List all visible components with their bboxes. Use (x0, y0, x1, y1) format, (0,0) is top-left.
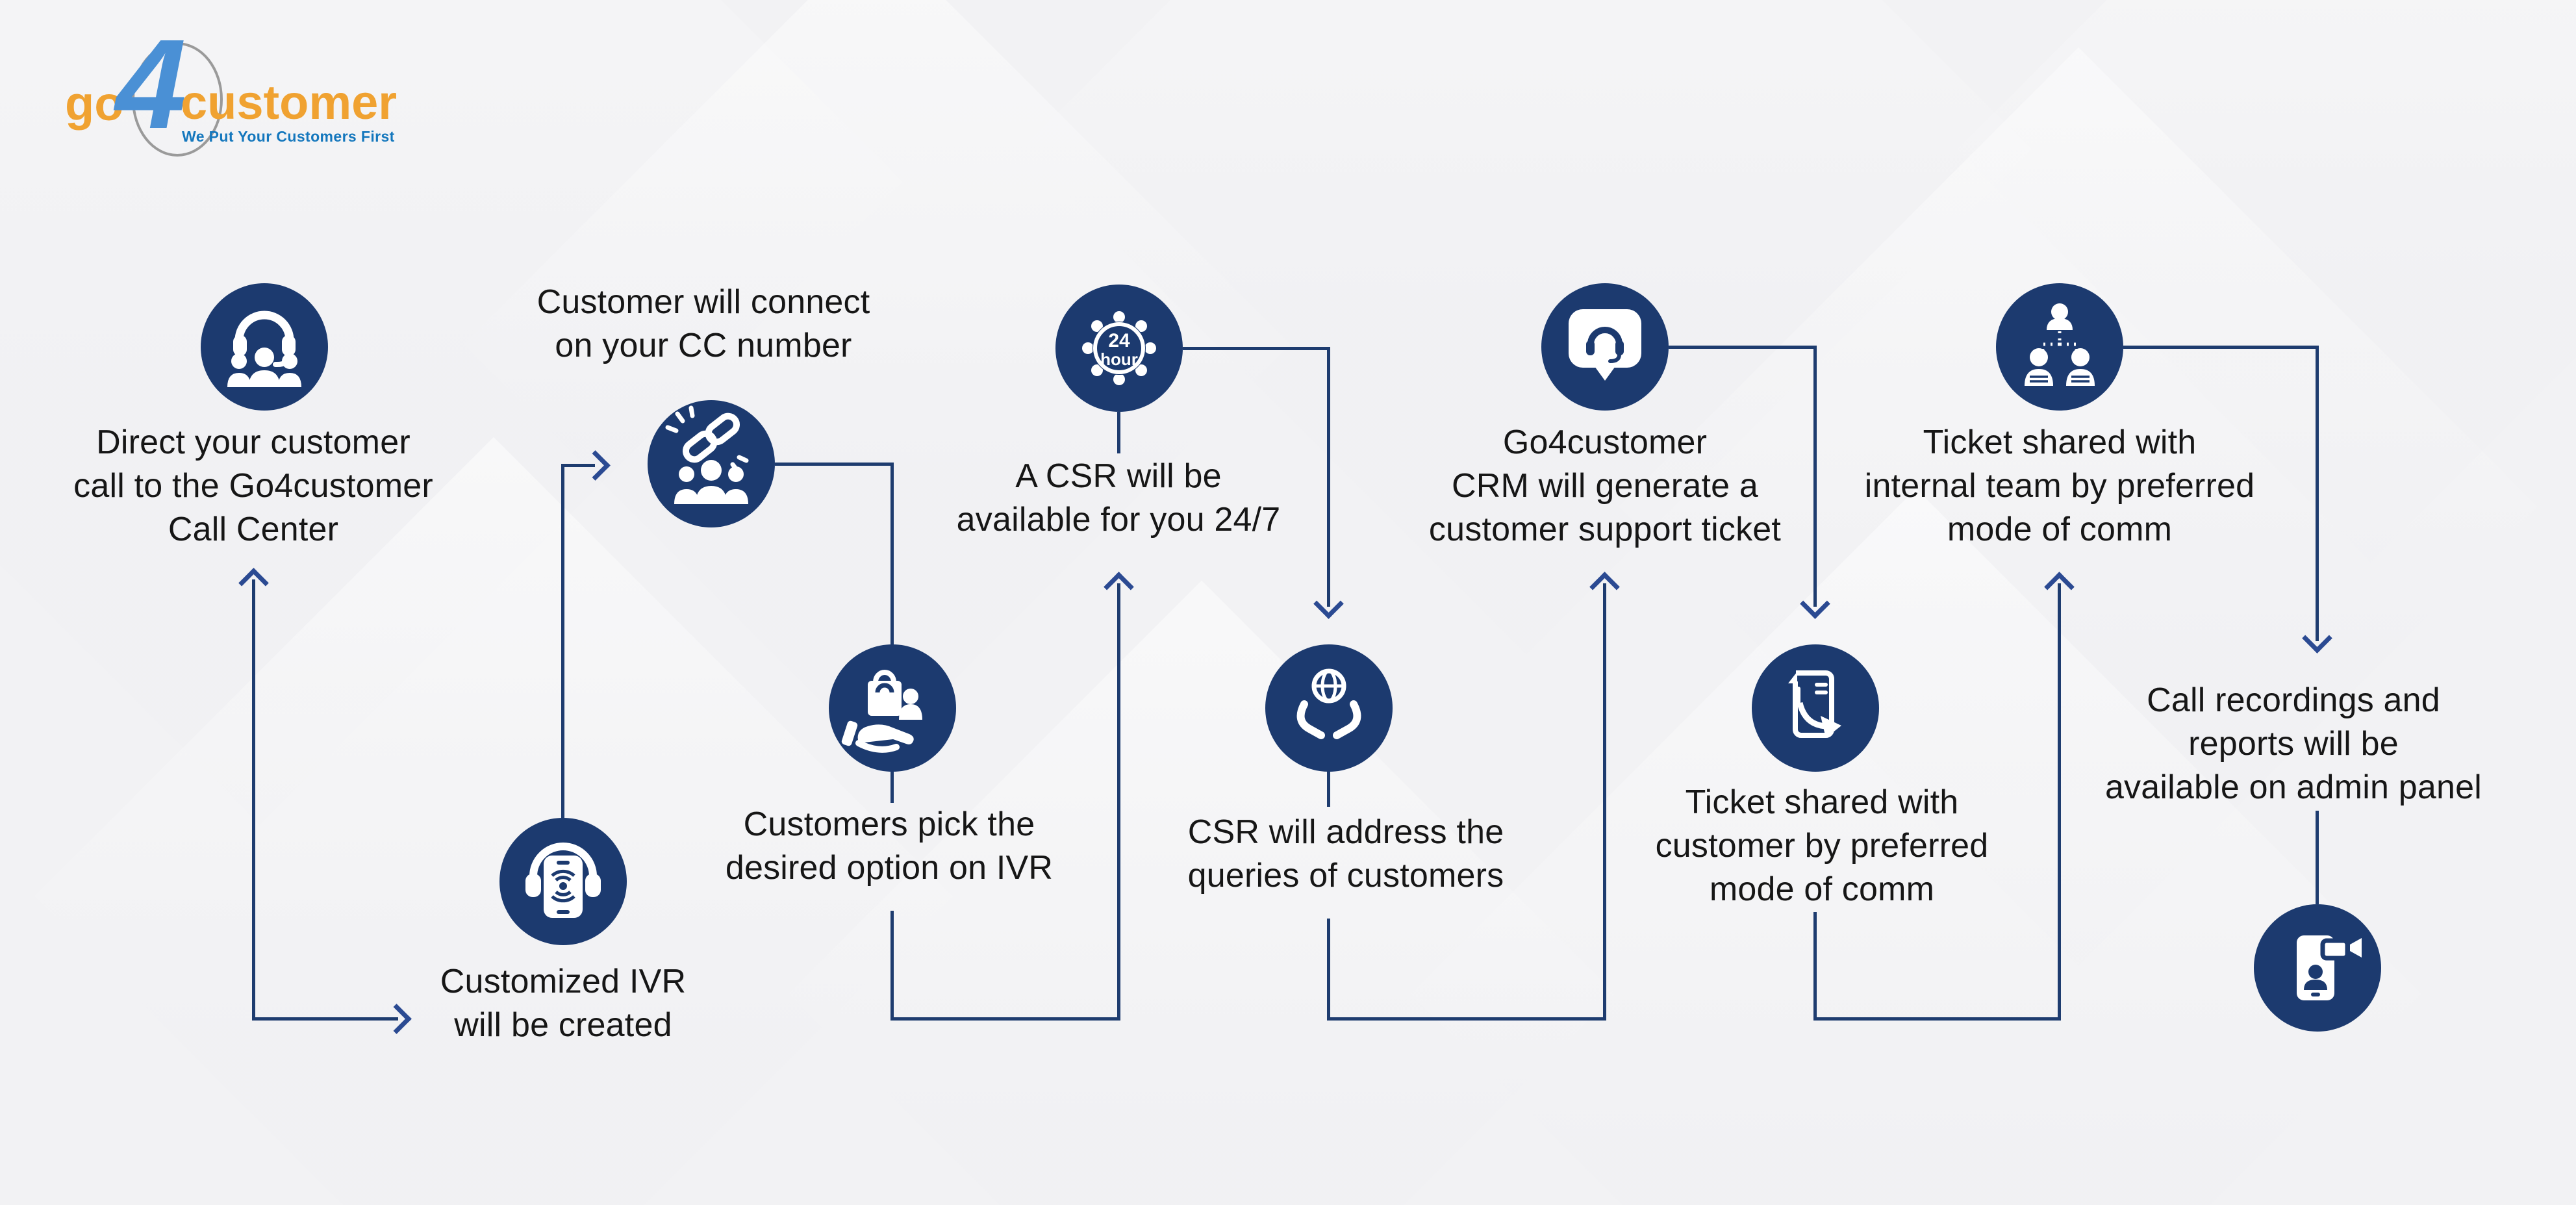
connector-line (890, 770, 894, 803)
logo-customer-text: customer (181, 75, 398, 129)
label-ticket-customer: Ticket shared with customer by preferred… (1655, 783, 1989, 908)
logo-four-text: 4 (116, 13, 187, 155)
node-cc-connect (648, 400, 775, 527)
label-ticket-internal: Ticket shared with internal team by pref… (1864, 424, 2255, 548)
label-customized-ivr: Customized IVR will be created (440, 963, 687, 1044)
connector-line (890, 463, 894, 646)
ivr-phone-icon (525, 843, 601, 918)
connector-line (1327, 347, 1330, 607)
ivr-options-icon (841, 670, 922, 753)
label-cc-connect: Customer will connect on your CC number (537, 283, 870, 364)
connector-line (252, 579, 255, 1019)
connector-line (775, 463, 894, 466)
node-csr-queries (1265, 644, 1393, 772)
connector-line (2316, 811, 2319, 904)
node-ticket-customer (1752, 644, 1879, 772)
arrow-up-to-csr-247 (1104, 572, 1134, 602)
connector-line (1603, 583, 1606, 1019)
label-csr-queries: CSR will address the queries of customer… (1187, 813, 1504, 894)
connector-line (890, 1017, 1120, 1021)
link-customers-icon (665, 405, 749, 504)
connector-line (561, 465, 564, 819)
arrow-down-to-csr-queries (1313, 589, 1344, 619)
logo-ring (132, 42, 223, 157)
customer-care-icon (1296, 668, 1361, 739)
connector-line (1117, 583, 1120, 1019)
go4customer-logo: go 4 customer We Put Your Customers Firs… (65, 13, 494, 169)
connector-line (1327, 919, 1330, 1019)
video-call-icon (2297, 935, 2362, 1000)
connector-line (1813, 912, 1817, 1019)
connector-line (1327, 770, 1330, 807)
connector-line (2123, 346, 2319, 349)
24-hour-icon-bottom-text: hour (1100, 349, 1138, 369)
ticket-share-icon (1788, 670, 1841, 738)
call-center-team-icon (227, 311, 301, 387)
node-ticket-internal (1996, 283, 2123, 411)
24-hour-icon: 24 hour (1082, 311, 1156, 385)
node-crm-ticket (1541, 283, 1669, 411)
label-csr-247: A CSR will be available for you 24/7 (956, 457, 1281, 539)
connector-line (1117, 412, 1120, 453)
connector-line (1327, 1017, 1606, 1021)
node-ivr-pick (829, 644, 956, 772)
label-ivr-pick: Customers pick the desired option on IVR (725, 805, 1054, 887)
label-crm-ticket: Go4customer CRM will generate a customer… (1428, 424, 1782, 548)
internal-team-icon (2025, 303, 2095, 386)
logo-tagline: We Put Your Customers First (182, 128, 395, 145)
connector-line (252, 1017, 398, 1021)
connector-line (1813, 346, 1817, 607)
connector-line (1813, 1017, 2061, 1021)
node-recordings (2254, 904, 2381, 1032)
support-chat-icon (1569, 309, 1641, 381)
24-hour-icon-top-text: 24 (1108, 330, 1130, 351)
label-direct-call: Direct your customer call to the Go4cust… (73, 424, 433, 548)
node-customized-ivr (499, 818, 627, 945)
connector-line (1183, 347, 1330, 350)
label-recordings: Call recordings and reports will be avai… (2104, 681, 2482, 806)
node-direct-call (201, 283, 328, 411)
connector-line (561, 464, 595, 467)
connector-line (890, 911, 894, 1019)
connector-line (2058, 583, 2061, 1019)
node-csr-247: 24 hour (1055, 285, 1183, 412)
logo-go-text: go (65, 77, 124, 131)
connector-line (2316, 346, 2319, 641)
connector-line (1669, 346, 1817, 349)
